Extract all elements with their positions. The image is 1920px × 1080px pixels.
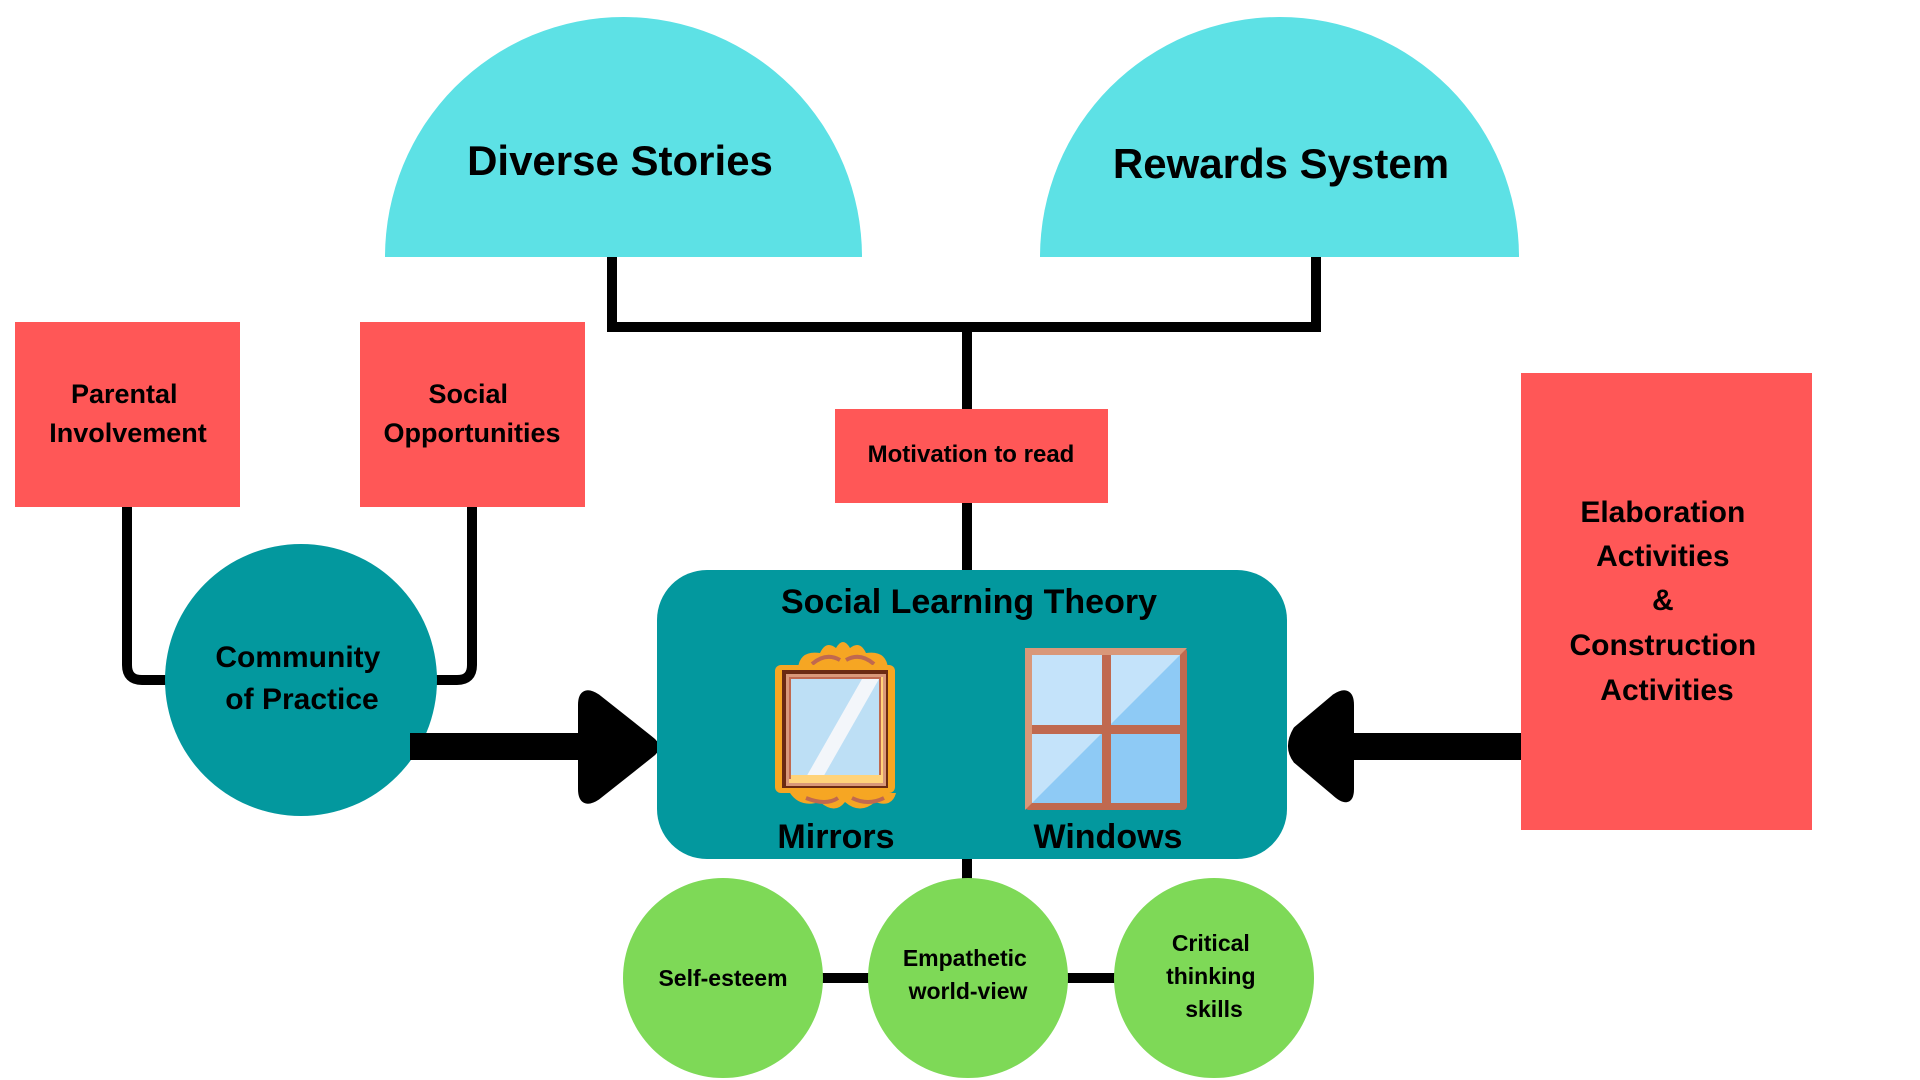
elaboration-line-5: Activities [1600, 674, 1733, 707]
empathetic-world-view-label: Empathetic world-view [903, 945, 1033, 1004]
arrow-right-icon [410, 690, 659, 804]
social-opportunities-label: Social Opportunities [384, 379, 561, 448]
critical-line-2: thinking [1166, 963, 1255, 989]
critical-thinking-label: Critical thinking skills [1166, 930, 1262, 1022]
windows-label: Windows [1034, 818, 1183, 856]
connector-parental-to-community [122, 507, 175, 685]
critical-line-1: Critical [1172, 930, 1250, 956]
rewards-system-node [1040, 17, 1519, 257]
critical-line-3: skills [1185, 996, 1243, 1022]
connector-social-to-community [425, 507, 477, 685]
connector-lines [122, 257, 1321, 983]
motivation-label: Motivation to read [868, 441, 1075, 468]
self-esteem-label: Self-esteem [658, 965, 787, 991]
parental-line-1: Parental [71, 379, 178, 409]
parental-line-2: Involvement [49, 418, 207, 448]
social-opportunities-box [360, 322, 585, 507]
elaboration-line-1: Elaboration [1580, 496, 1745, 529]
elaboration-construction-box [1521, 373, 1812, 830]
community-of-practice-label: Community of Practice [215, 641, 388, 716]
rewards-system-label: Rewards System [1113, 140, 1449, 187]
parental-involvement-box [15, 322, 240, 507]
empathetic-line-2: world-view [908, 978, 1028, 1004]
community-line-1: Community [215, 641, 380, 674]
elaboration-construction-label: Elaboration Activities & Construction Ac… [1570, 496, 1765, 707]
elaboration-line-3: & [1652, 584, 1674, 617]
mirrors-label: Mirrors [777, 818, 894, 856]
connector-top-bracket [607, 257, 1321, 332]
mirror-icon [775, 642, 896, 809]
empathetic-line-1: Empathetic [903, 945, 1027, 971]
window-icon [1025, 648, 1187, 810]
diverse-stories-label: Diverse Stories [467, 137, 773, 184]
empathetic-world-view-node [868, 878, 1068, 1078]
community-line-2: of Practice [225, 683, 378, 716]
elaboration-line-4: Construction [1570, 629, 1757, 662]
critical-thinking-node [1114, 878, 1314, 1078]
diverse-stories-node [385, 17, 862, 257]
self-esteem-line-1: Self-esteem [658, 965, 787, 991]
social-learning-theory-title: Social Learning Theory [781, 583, 1157, 621]
community-of-practice-node [165, 544, 437, 816]
self-esteem-node [623, 878, 823, 1078]
arrow-left-icon [1288, 690, 1523, 803]
parental-involvement-label: Parental Involvement [49, 379, 207, 448]
motivation-box [835, 409, 1108, 503]
social-line-2: Opportunities [384, 418, 561, 448]
social-line-1: Social [428, 379, 508, 409]
elaboration-line-2: Activities [1596, 540, 1729, 573]
